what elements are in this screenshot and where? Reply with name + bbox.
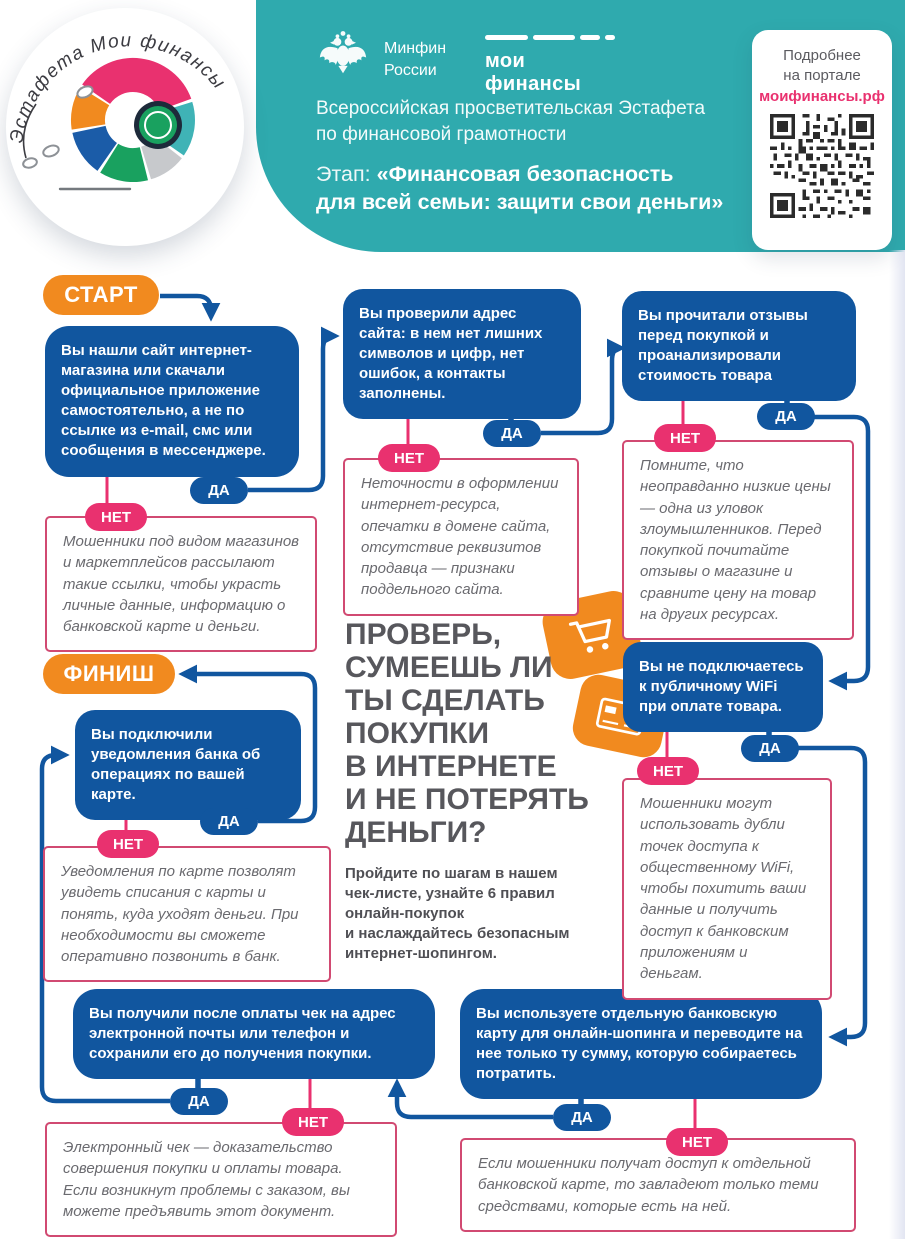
warning-receipt-proof: Электронный чек — доказательство соверше… [45, 1122, 397, 1238]
yes-path-7 [387, 1078, 553, 1120]
step-bank-notifications: Вы подключили уведомления банка об опера… [75, 710, 301, 821]
qr-caption-line2: на портале [783, 67, 861, 85]
small-coin-icon [76, 85, 94, 99]
small-coin-icon [22, 157, 38, 169]
program-line2: по финансовой грамотности [316, 123, 567, 145]
logo-swash [22, 103, 37, 159]
no-badge-check-address: НЕТ [378, 444, 440, 472]
finish-badge: ФИНИШ [43, 654, 175, 694]
minfin-label: Минфин России [384, 40, 447, 80]
relay-logo-badge: Эстафета Мои финансы [6, 8, 244, 246]
program-line1: Всероссийская просветительская Эстафета [316, 98, 706, 119]
step-no-public-wifi: Вы не подключаетесь к публичному WiFi пр… [623, 642, 823, 733]
warning-low-prices: Помните, что неоправданно низкие цены — … [622, 440, 854, 641]
stage-line2: для всей семьи: защити свои деньги» [316, 190, 724, 215]
yes-path-4 [797, 745, 868, 1047]
logo-segment-orange [70, 87, 110, 130]
myfin-label: мои финансы [485, 50, 582, 95]
start-badge: СТАРТ [43, 275, 159, 315]
yes-badge-separate-card: ДА [553, 1104, 611, 1131]
no-badge-read-reviews: НЕТ [654, 424, 716, 452]
step-keep-receipt: Вы получили после оплаты чек на адрес эл… [73, 989, 435, 1080]
warning-wifi-doubles: Мошенники могут использовать дубли точек… [622, 778, 832, 1000]
center-title: ПРОВЕРЬ, СУМЕЕШЬ ЛИ ТЫ СДЕЛАТЬ ПОКУПКИ В… [345, 618, 589, 849]
yes-badge-read-reviews: ДА [757, 403, 815, 430]
qr-card: Подробнее на портале моифинансы.рф [752, 30, 892, 250]
no-badge-no-public-wifi: НЕТ [637, 757, 699, 785]
no-badge-bank-notifications: НЕТ [97, 830, 159, 858]
eagle-icon [319, 31, 367, 74]
yes-badge-find-site: ДА [190, 477, 248, 504]
warning-fake-site: Неточности в оформлении интернет-ресурса… [343, 458, 579, 616]
step-separate-card: Вы используете отдельную банковскую карт… [460, 989, 822, 1100]
qr-code [770, 113, 874, 218]
yes-badge-keep-receipt: ДА [170, 1088, 228, 1115]
yes-path-5 [178, 664, 318, 824]
warning-fake-links: Мошенники под видом магазинов и маркетпл… [45, 516, 317, 653]
program-title: Всероссийская просветительская Эстафета … [316, 96, 705, 148]
step-check-address: Вы проверили адрес сайта: в нем нет лишн… [343, 289, 581, 420]
warning-separate-card-limit: Если мошенники получат доступ к отдельно… [460, 1138, 856, 1232]
warning-notifications-help: Уведомления по карте позволят увидеть сп… [43, 846, 331, 983]
yes-path-1 [248, 326, 340, 493]
logo-segment-blue [72, 125, 118, 171]
yes-path-6 [39, 745, 170, 1104]
center-subtitle: Пройдите по шагам в нашем чек-листе, узн… [345, 865, 570, 962]
no-badge-keep-receipt: НЕТ [282, 1108, 344, 1136]
yes-badge-check-address: ДА [483, 420, 541, 447]
shopping-cart-icon [538, 587, 646, 683]
logo-segment-gray [140, 136, 182, 180]
no-badge-separate-card: НЕТ [666, 1128, 728, 1156]
logo-segment-green [100, 143, 148, 183]
stage-line1: «Финансовая безопасность [376, 162, 674, 186]
myfin-dashes-icon [485, 34, 615, 40]
minfin-emblem [318, 26, 368, 78]
yes-badge-no-public-wifi: ДА [741, 735, 799, 762]
myfin-logo: мои финансы [485, 34, 615, 96]
yes-badge-bank-notifications: ДА [200, 808, 258, 835]
page-edge-shading [889, 250, 905, 1239]
portal-link: моифинансы.рф [759, 87, 885, 105]
stage-prefix: Этап: [316, 162, 377, 186]
no-badge-find-site: НЕТ [85, 503, 147, 531]
logo-segment-pink [82, 57, 192, 112]
step-find-site: Вы нашли сайт интернет-магазина или скач… [45, 326, 299, 477]
yes-path-2 [541, 338, 626, 436]
relay-logo-icon: Эстафета Мои финансы [6, 30, 228, 191]
stage-title: Этап: «Финансовая безопасность для всей … [316, 160, 723, 217]
start-arrow [160, 293, 221, 322]
qr-caption-line1: Подробнее [783, 47, 861, 64]
yes-path-3 [814, 414, 871, 691]
small-coin-icon [42, 144, 60, 158]
step-read-reviews: Вы прочитали отзывы перед покупкой и про… [622, 291, 856, 402]
